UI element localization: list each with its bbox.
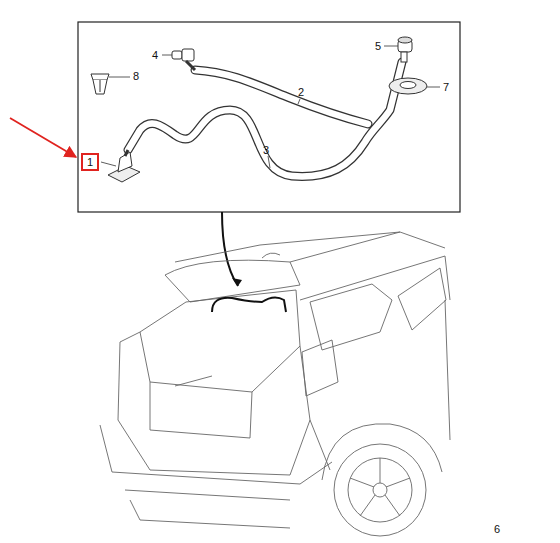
callout-number: 3 — [263, 145, 269, 156]
washer-hose-routing — [212, 297, 286, 312]
callout-number: 1 — [87, 157, 93, 168]
callout-highlight-box: 1 — [81, 153, 99, 171]
inset-frame — [78, 22, 460, 212]
car-outline — [100, 232, 450, 536]
pointer-arrow — [10, 118, 76, 157]
check-valve — [398, 37, 412, 62]
location-leader — [232, 278, 242, 286]
callout-number: 8 — [133, 71, 139, 82]
callout-number: 5 — [375, 41, 381, 52]
clip — [91, 74, 109, 94]
hose-connector — [172, 49, 195, 70]
callout-number: 4 — [152, 50, 158, 61]
location-leader — [222, 212, 238, 286]
callout-number: 2 — [298, 87, 304, 98]
grommet — [389, 78, 427, 94]
callout-number: 7 — [443, 82, 449, 93]
washer-nozzle — [108, 150, 140, 182]
leader-line — [101, 46, 440, 168]
hose — [128, 62, 402, 176]
callout-number: 6 — [494, 524, 500, 535]
